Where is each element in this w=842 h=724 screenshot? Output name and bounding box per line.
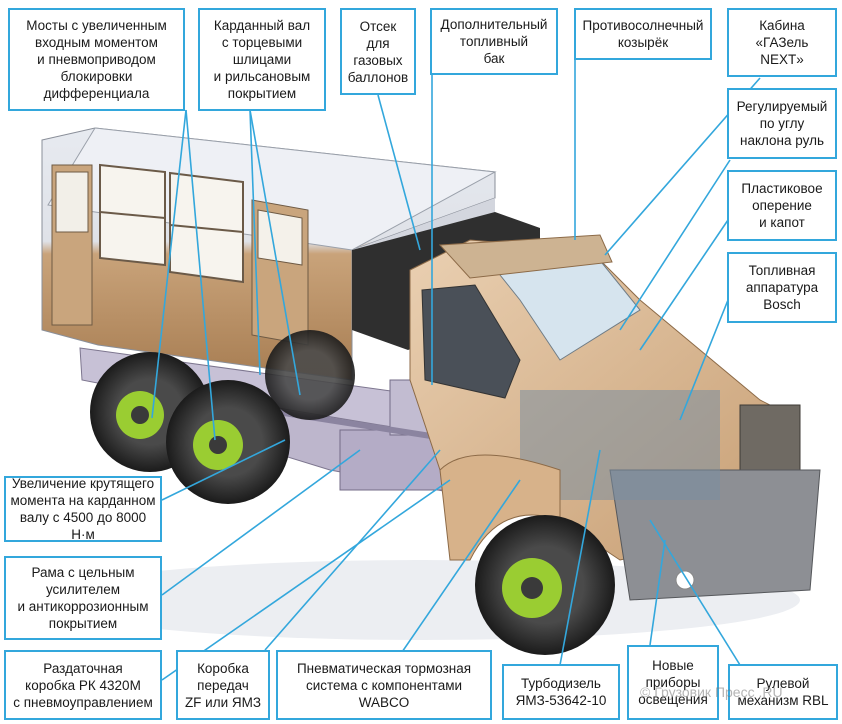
callout-frame: Рама с цельным усилителем и антикоррозио…	[4, 556, 162, 640]
callout-text: Мосты с увеличенным входным моментом и п…	[26, 18, 167, 101]
callout-text: Рама с цельным усилителем и антикоррозио…	[17, 565, 149, 631]
callout-plastic-body: Пластиковое оперение и капот	[727, 170, 837, 241]
front-wheel	[475, 515, 615, 655]
callout-text: Карданный вал с торцевыми шлицами и риль…	[213, 18, 311, 101]
callout-text: Пневматическая тормозная система с компо…	[296, 660, 472, 710]
callout-lighting: Новые приборы освещения	[627, 645, 719, 720]
callout-text: Кабина «ГАЗель NEXT»	[755, 18, 809, 67]
leader-lines	[151, 60, 761, 681]
rear-wheel-2	[166, 380, 290, 504]
callout-driveshaft: Карданный вал с торцевыми шлицами и риль…	[198, 8, 326, 111]
callout-steering-gear: Рулевой механизм RBL	[728, 664, 838, 720]
callout-transfer-case: Раздаточная коробка РК 4320М с пневмоупр…	[4, 650, 162, 720]
callout-gas-compartment: Отсек для газовых баллонов	[340, 8, 416, 95]
callout-text: Отсек для газовых баллонов	[347, 18, 409, 85]
callout-torque: Увеличение крутящего момента на карданно…	[4, 476, 162, 542]
callout-brakes: Пневматическая тормозная система с компо…	[276, 650, 492, 720]
callout-text: Противосолнечный козырёк	[582, 18, 704, 50]
callout-text: Пластиковое оперение и капот	[741, 181, 823, 230]
callout-fuel-tank: Дополнительный топливный бак	[430, 8, 558, 75]
callout-text: Турбодизель ЯМЗ-53642-10	[515, 676, 607, 708]
wheels	[90, 330, 615, 655]
callout-sun-visor: Противосолнечный козырёк	[574, 8, 712, 60]
rear-wheel-3	[265, 330, 355, 420]
callout-axles: Мосты с увеличенным входным моментом и п…	[8, 8, 185, 111]
callout-cabin: Кабина «ГАЗель NEXT»	[727, 8, 837, 77]
callout-fuel-equipment: Топливная аппаратура Bosch	[727, 252, 837, 323]
callout-text: Коробка передач ZF или ЯМЗ	[184, 660, 262, 710]
callout-text: Новые приборы освещения	[638, 658, 708, 707]
callout-gearbox: Коробка передач ZF или ЯМЗ	[176, 650, 270, 720]
callout-text: Рулевой механизм RBL	[737, 676, 829, 708]
watermark: © Грузовик Пресс .RU	[640, 684, 783, 700]
callout-text: Дополнительный топливный бак	[440, 17, 548, 66]
callout-turbodiesel: Турбодизель ЯМЗ-53642-10	[502, 664, 620, 720]
callout-text: Раздаточная коробка РК 4320М с пневмоупр…	[13, 660, 153, 710]
callout-text: Топливная аппаратура Bosch	[745, 263, 819, 312]
cargo-body	[41, 127, 497, 381]
callout-text: Регулируемый по углу наклона руль	[736, 99, 828, 148]
callout-text: Увеличение крутящего момента на карданно…	[10, 476, 156, 542]
callout-steering-wheel: Регулируемый по углу наклона руль	[727, 88, 837, 159]
